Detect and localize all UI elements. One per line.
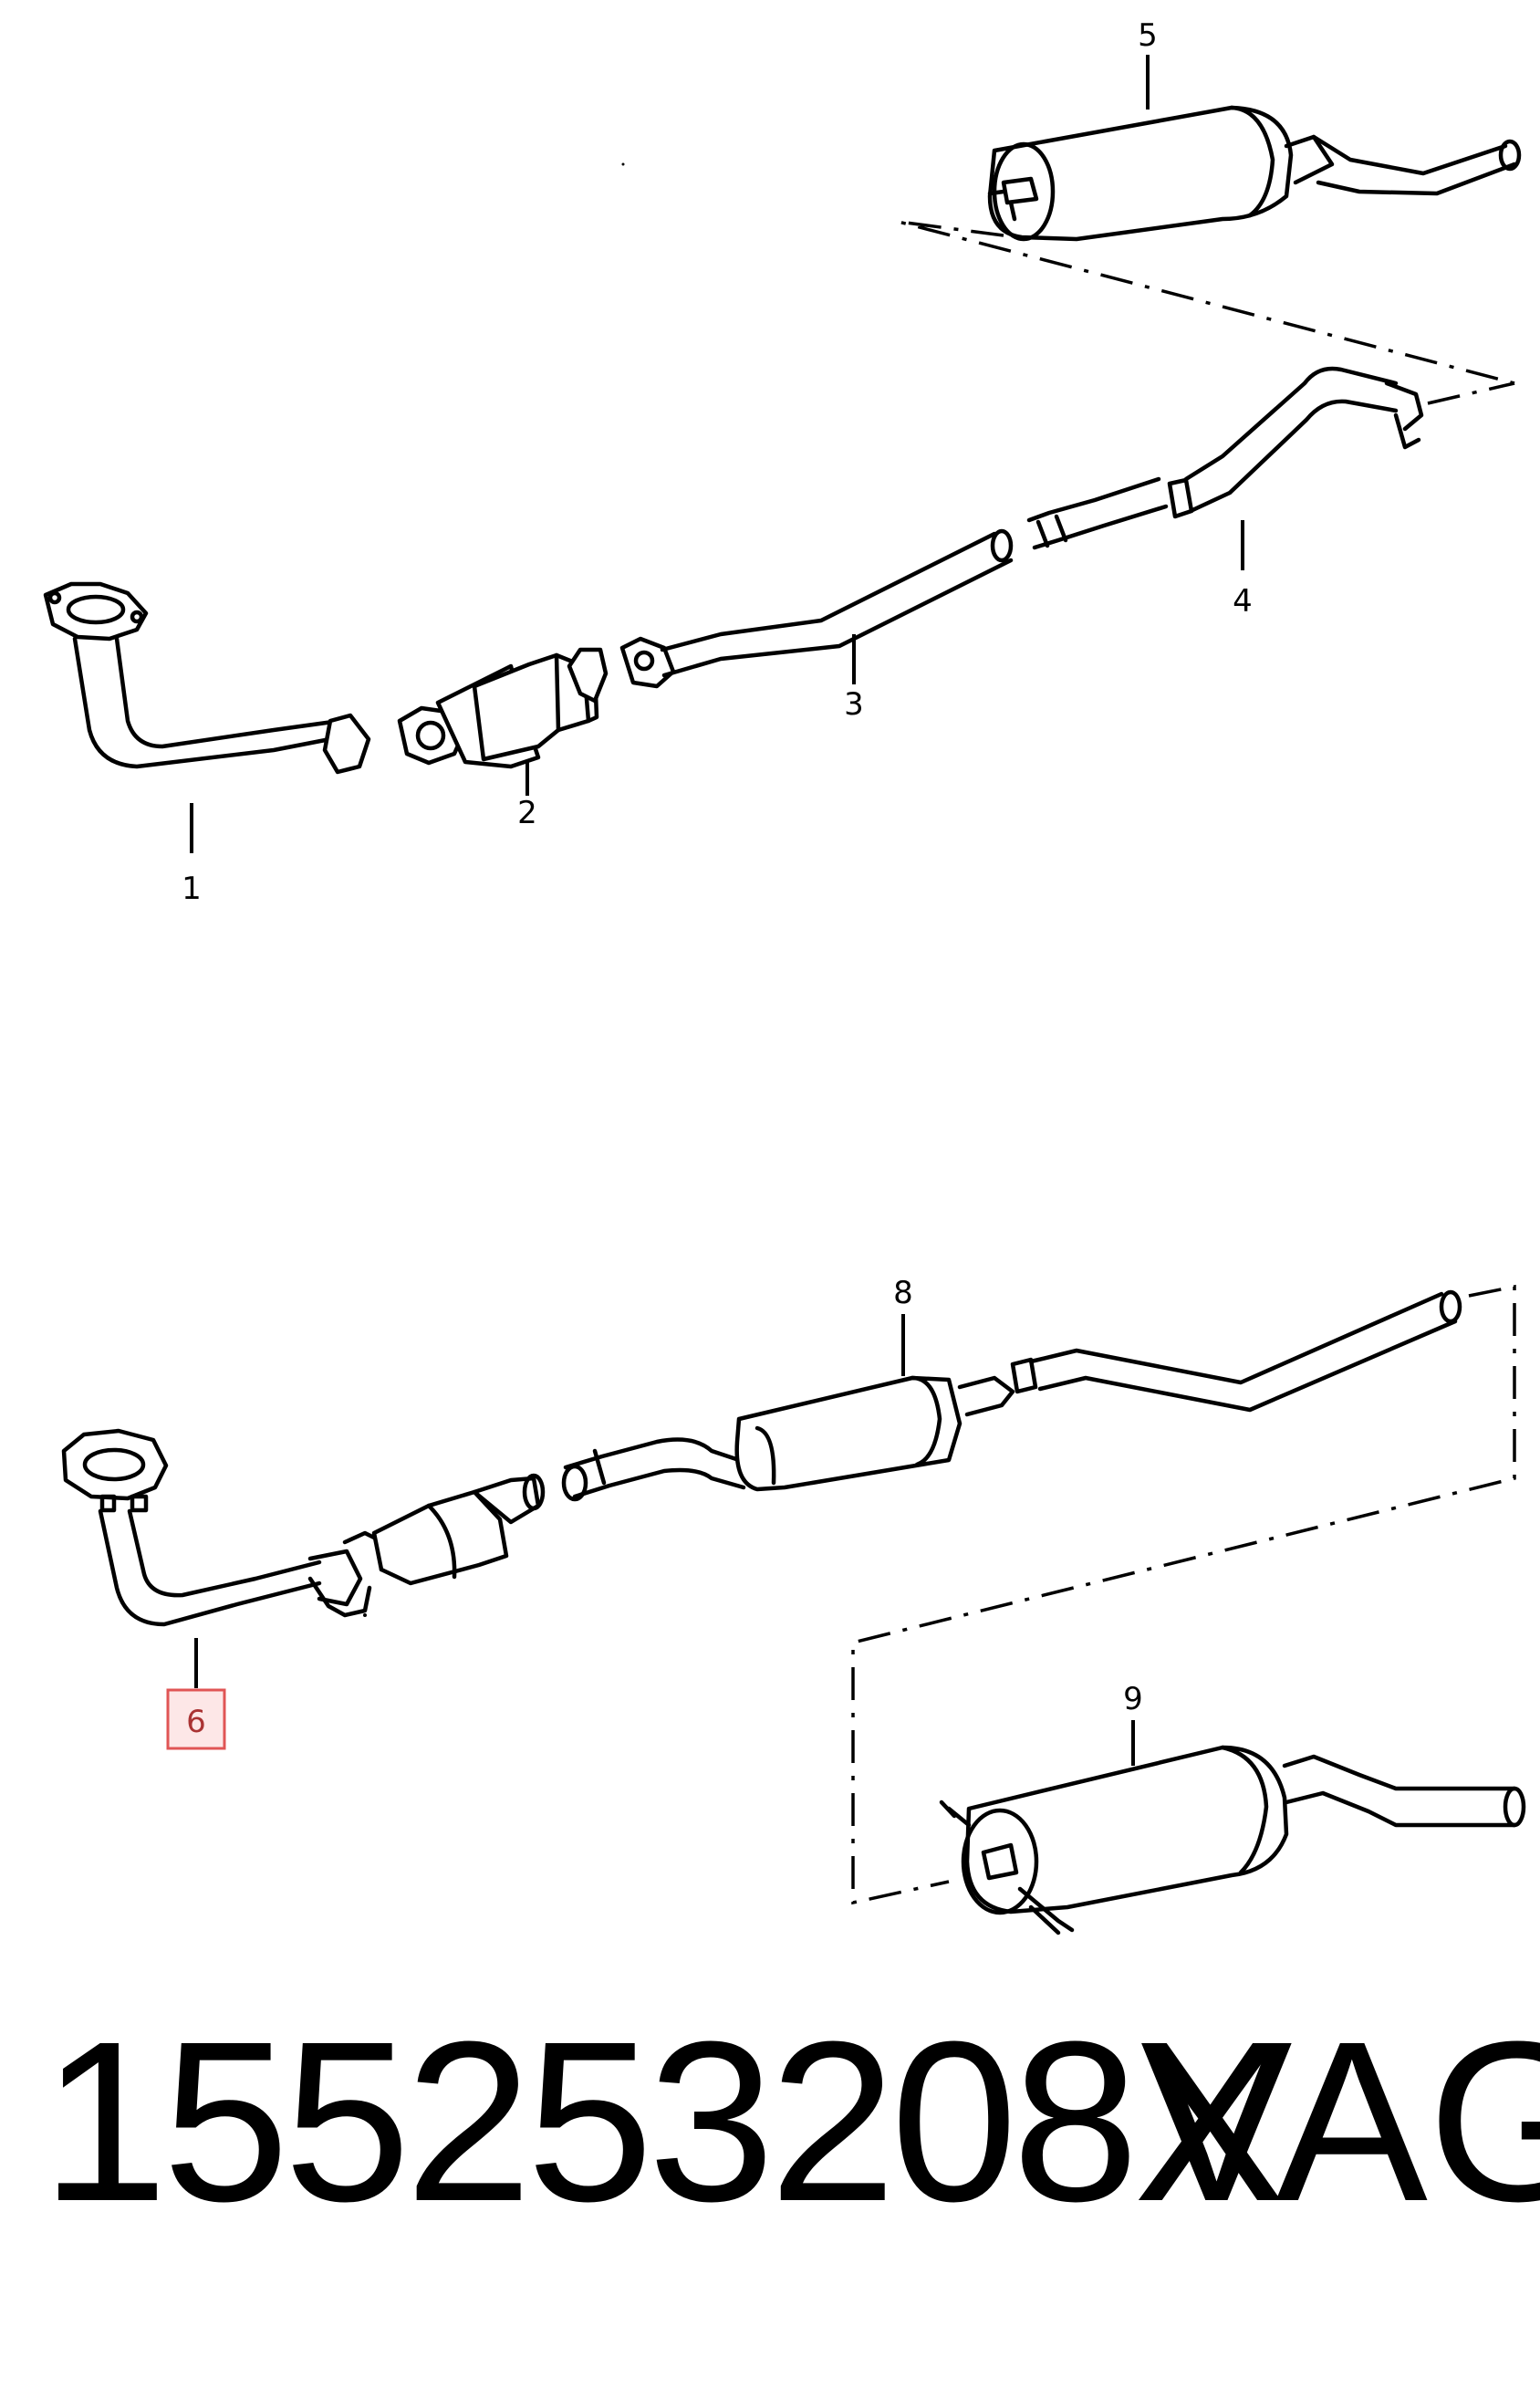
callout-2[interactable]: 2 (517, 762, 537, 831)
svg-text:8: 8 (893, 1275, 913, 1311)
svg-text:4: 4 (1233, 583, 1253, 620)
callout-5[interactable]: 5 (1138, 17, 1158, 110)
svg-text:9: 9 (1123, 1681, 1143, 1717)
svg-text:6: 6 (186, 1704, 206, 1740)
svg-text:5: 5 (1138, 17, 1158, 54)
callout-1[interactable]: 1 (182, 803, 202, 907)
callout-9[interactable]: 9 (1123, 1681, 1143, 1766)
callout-6-highlighted[interactable]: 6 (166, 1638, 226, 1750)
part-6-front-pipe-with-catalyst[interactable] (61, 1428, 546, 1627)
svg-text:2: 2 (517, 795, 537, 831)
brand-label: VAG (1140, 1994, 1540, 2248)
callout-4[interactable]: 4 (1233, 520, 1253, 620)
part-1-front-pipe[interactable] (43, 581, 371, 775)
part-3-intermediate-pipe[interactable] (619, 528, 1014, 689)
callout-3[interactable]: 3 (844, 634, 864, 723)
part-5-rear-silencer[interactable] (987, 105, 1522, 242)
part-4-connecting-pipe[interactable] (1026, 366, 1424, 550)
part-8-middle-silencer[interactable] (561, 1289, 1462, 1502)
part-2-catalytic-converter[interactable] (397, 647, 609, 769)
svg-text:1: 1 (182, 871, 202, 907)
part-9-rear-silencer[interactable] (939, 1745, 1526, 1935)
lower-assembly-link-line (851, 1284, 1516, 1905)
part-number-label: 155253208X (41, 1994, 1285, 2248)
upper-assembly-link-line (898, 220, 1515, 405)
callout-8[interactable]: 8 (893, 1275, 913, 1376)
svg-text:3: 3 (844, 686, 864, 723)
